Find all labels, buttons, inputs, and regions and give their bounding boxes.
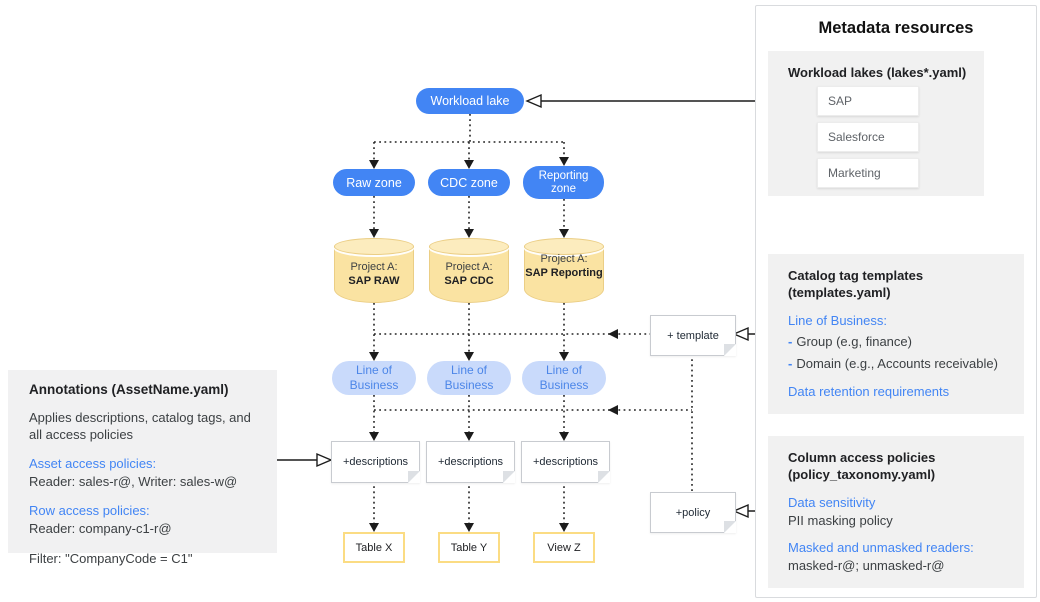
dotted-connectors: [373, 114, 693, 523]
raw-zone-node: Raw zone: [333, 169, 415, 196]
descriptions-label: +descriptions: [437, 456, 504, 468]
reporting-zone-label: Reporting zone: [538, 169, 589, 195]
cylinder-top: [429, 238, 509, 255]
descriptions-note-1: +descriptions: [331, 441, 420, 483]
catalog-heading-line1: Catalog tag templates: [788, 268, 924, 283]
project-name: SAP Reporting: [525, 267, 603, 280]
template-label: + template: [667, 329, 719, 342]
annotations-body-line1: Applies descriptions, catalog tags, and: [29, 410, 251, 425]
raw-zone-label: Raw zone: [346, 175, 402, 190]
asset-access-value: Reader: sales-r@, Writer: sales-w@: [29, 474, 238, 489]
line-of-business-tag-2: Line of Business: [427, 361, 511, 395]
workload-lake-label: Workload lake: [430, 94, 510, 108]
descriptions-label: +descriptions: [342, 456, 409, 468]
workload-lakes-section: Workload lakes (lakes*.yaml) SAP Salesfo…: [768, 51, 984, 196]
workload-lake-node: Workload lake: [416, 88, 524, 114]
annotations-title: Annotations (AssetName.yaml): [29, 382, 229, 397]
table-x-node: Table X: [343, 532, 405, 563]
bullet-dash: -: [788, 334, 793, 349]
table-y-label: Table Y: [450, 541, 488, 554]
project-sap-cdc-cylinder: Project A: SAP CDC: [429, 238, 509, 303]
line-of-business-tag-1: Line of Business: [332, 361, 416, 395]
descriptions-label: +descriptions: [532, 456, 599, 468]
line-of-business-tag-3: Line of Business: [522, 361, 606, 395]
table-x-label: Table X: [355, 541, 393, 554]
cylinder-body: [429, 246, 509, 303]
column-policies-section: Column access policies (policy_taxonomy.…: [768, 436, 1024, 588]
cdc-zone-node: CDC zone: [428, 169, 510, 196]
descriptions-note-3: +descriptions: [521, 441, 610, 483]
project-prefix: Project A:: [350, 261, 398, 273]
workload-lakes-heading: Workload lakes (lakes*.yaml): [788, 65, 967, 80]
project-name: SAP RAW: [348, 275, 400, 288]
asset-access-heading: Asset access policies:: [29, 456, 157, 471]
cdc-zone-label: CDC zone: [440, 175, 498, 190]
sensitivity-value: PII masking policy: [788, 513, 893, 528]
catalog-heading-line2: (templates.yaml): [788, 285, 891, 300]
catalog-bullet-group: -Group (e.g, finance): [788, 334, 912, 349]
cylinder-top: [334, 238, 414, 255]
metadata-panel-title: Metadata resources: [818, 19, 974, 37]
template-note: + template: [650, 315, 736, 356]
catalog-templates-section: Catalog tag templates (templates.yaml) L…: [768, 254, 1024, 414]
metadata-resources-panel: Metadata resources Workload lakes (lakes…: [755, 5, 1037, 598]
filter-value: Filter: "CompanyCode = C1": [29, 551, 193, 566]
cylinder-body: [334, 246, 414, 303]
project-prefix: Project A:: [445, 261, 493, 273]
lob-label: Line of Business: [539, 363, 589, 392]
column-heading-line2: (policy_taxonomy.yaml): [788, 467, 936, 482]
catalog-bullet-domain: -Domain (e.g., Accounts receivable): [788, 356, 998, 371]
column-heading-line1: Column access policies: [788, 450, 936, 465]
project-prefix: Project A:: [540, 253, 588, 265]
lob-label: Line of Business: [349, 363, 399, 392]
lake-item-salesforce: Salesforce: [817, 122, 919, 152]
solid-arrowheads: [369, 157, 618, 532]
lob-label: Line of Business: [444, 363, 494, 392]
sensitivity-heading: Data sensitivity: [788, 495, 876, 510]
bullet-dash: -: [788, 356, 793, 371]
project-sap-reporting-cylinder: Project A: SAP Reporting: [524, 238, 604, 303]
annotations-panel: Annotations (AssetName.yaml) Applies des…: [8, 370, 277, 566]
project-name: SAP CDC: [444, 275, 494, 288]
descriptions-note-2: +descriptions: [426, 441, 515, 483]
view-z-node: View Z: [533, 532, 595, 563]
policy-label: +policy: [675, 506, 711, 519]
project-sap-raw-cylinder: Project A: SAP RAW: [334, 238, 414, 303]
view-z-label: View Z: [547, 541, 581, 554]
open-arrowheads: [316, 93, 749, 519]
policy-note: +policy: [650, 492, 736, 533]
lob-heading: Line of Business:: [788, 313, 888, 328]
cylinder-body: [524, 246, 604, 303]
table-y-node: Table Y: [438, 532, 500, 563]
cylinder-top: [524, 238, 604, 255]
lake-item-sap: SAP: [817, 86, 919, 116]
row-access-value: Reader: company-c1-r@: [29, 521, 172, 536]
annotations-body-line2: all access policies: [29, 427, 134, 442]
reporting-zone-node: Reporting zone: [523, 166, 604, 199]
readers-heading: Masked and unmasked readers:: [788, 540, 974, 555]
lake-item-marketing: Marketing: [817, 158, 919, 188]
retention-heading: Data retention requirements: [788, 384, 950, 399]
row-access-heading: Row access policies:: [29, 503, 150, 518]
readers-value: masked-r@; unmasked-r@: [788, 558, 945, 573]
